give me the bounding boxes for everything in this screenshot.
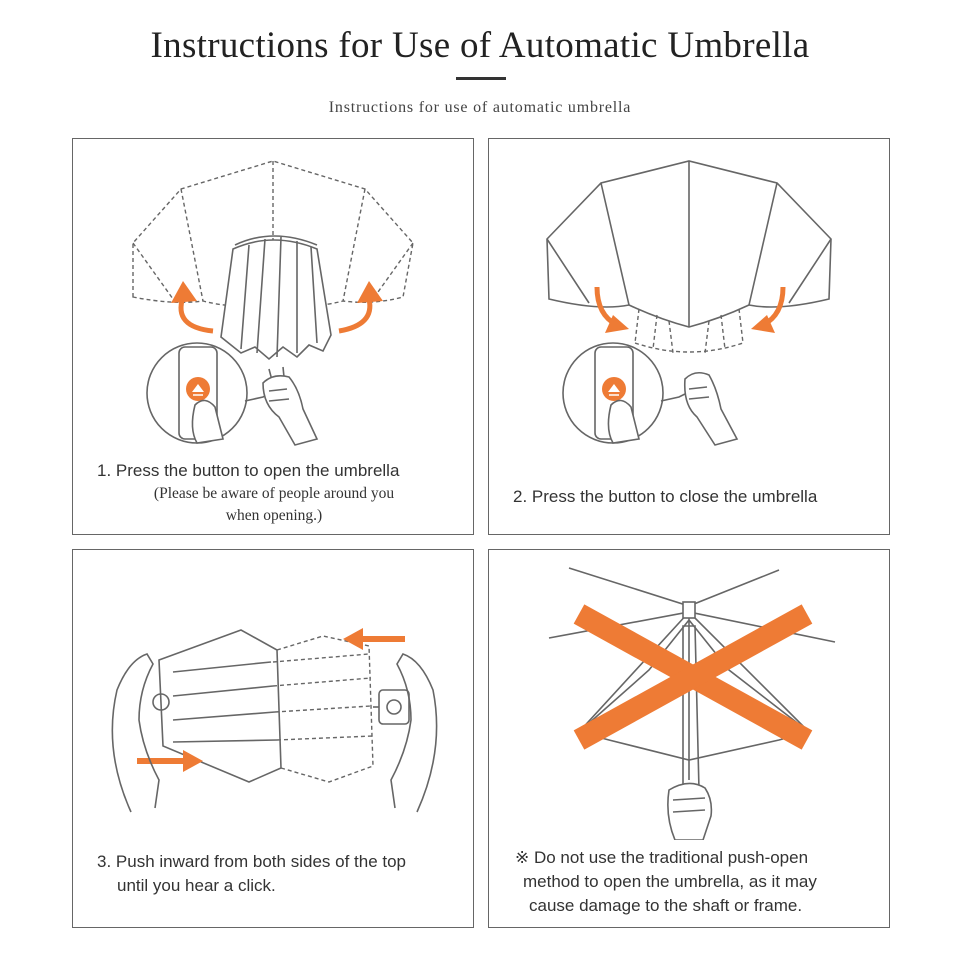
page-subtitle: Instructions for use of automatic umbrel… [328,99,632,116]
step-3-caption-line1: 3. Push inward from both sides of the to… [97,852,407,871]
warning-caption-line1: ※ Do not use the traditional push-open [515,848,809,867]
page-title: Instructions for Use of Automatic Umbrel… [150,25,810,66]
open-umbrella-illustration [132,160,414,446]
title-divider [456,77,506,80]
push-inward-illustration [111,628,438,813]
step-1-note-line1: (Please be aware of people around you [153,485,395,502]
step-1-panel: 1. Press the button to open the umbrella… [72,138,474,535]
close-umbrella-illustration [546,160,832,446]
step-3-caption-line2: until you hear a click. [117,876,276,895]
warning-caption-line2: method to open the umbrella, as it may [523,872,817,891]
warning-caption-line3: cause damage to the shaft or frame. [529,896,803,915]
step-1-note-line2: when opening.) [225,507,323,524]
warning-panel: ※ Do not use the traditional push-open m… [488,549,890,928]
step-2-caption: 2. Press the button to close the umbrell… [513,487,818,506]
step-2-panel: 2. Press the button to close the umbrell… [488,138,890,535]
step-3-panel: 3. Push inward from both sides of the to… [72,549,474,928]
push-open-warning-illustration [548,567,836,840]
step-1-caption: 1. Press the button to open the umbrella [97,461,400,480]
